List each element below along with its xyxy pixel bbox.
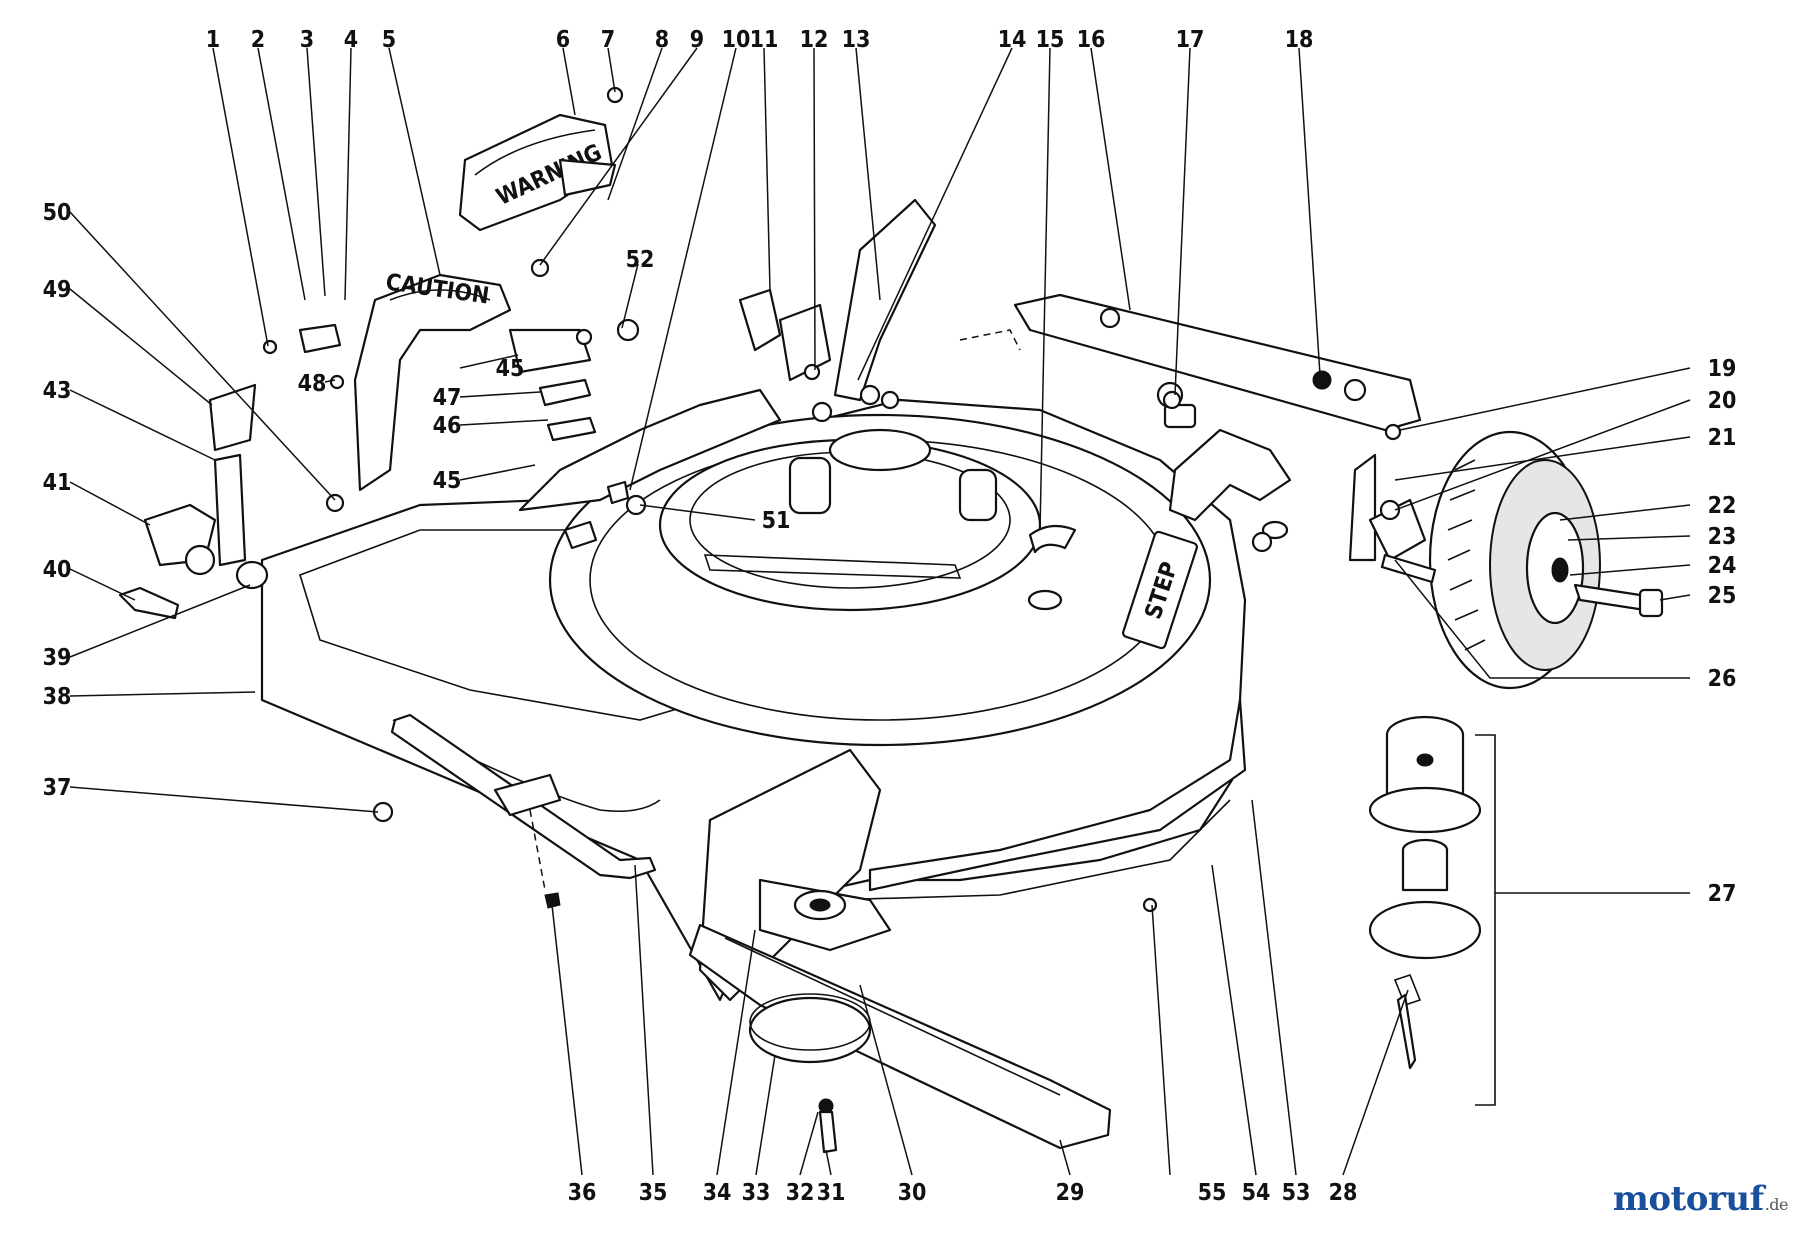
part-label-41: 41	[43, 470, 72, 496]
part-label-46: 46	[433, 413, 462, 439]
part-label-31: 31	[817, 1180, 846, 1206]
left-wheel-bracket	[118, 383, 269, 620]
part-label-45-upper: 45	[496, 356, 525, 382]
part-label-16: 16	[1077, 27, 1106, 53]
part-number-labels: 1 2 3 4 5 6 7 8 9 10 11 12 13 14 15 16 1…	[43, 27, 1737, 1206]
part-label-12: 12	[800, 27, 829, 53]
part-label-45-lower: 45	[433, 468, 462, 494]
part-label-49: 49	[43, 277, 72, 303]
part-label-43: 43	[43, 378, 72, 404]
part-label-17: 17	[1176, 27, 1205, 53]
part-label-20: 20	[1708, 388, 1737, 414]
part-label-35: 35	[639, 1180, 668, 1206]
part-label-14: 14	[998, 27, 1027, 53]
cutting-blade	[688, 923, 1112, 1150]
part-label-38: 38	[43, 684, 72, 710]
height-adjust-bracket	[1163, 403, 1427, 562]
watermark-brand: motoruf	[1612, 1179, 1764, 1219]
part-label-8: 8	[655, 27, 669, 53]
part-label-22: 22	[1708, 493, 1737, 519]
part-label-21: 21	[1708, 425, 1737, 451]
part-label-23: 23	[1708, 524, 1737, 550]
grass-deflector-rod	[390, 713, 657, 909]
part-label-5: 5	[382, 27, 396, 53]
part-label-24: 24	[1708, 553, 1737, 579]
part-label-3: 3	[300, 27, 314, 53]
part-label-9: 9	[690, 27, 704, 53]
part-label-11: 11	[750, 27, 779, 53]
part-label-55: 55	[1198, 1180, 1227, 1206]
part-label-39: 39	[43, 645, 72, 671]
part-label-18: 18	[1285, 27, 1314, 53]
blade-adaptor	[758, 878, 892, 952]
motor-adaptor-stack	[1368, 715, 1496, 1106]
part-label-25: 25	[1708, 583, 1737, 609]
part-label-53: 53	[1282, 1180, 1311, 1206]
part-label-37: 37	[43, 775, 72, 801]
part-label-10: 10	[722, 27, 751, 53]
mower-deck: STEP	[260, 388, 1247, 1002]
part-label-19: 19	[1708, 356, 1737, 382]
leader-lines	[69, 47, 1691, 1176]
part-label-36: 36	[568, 1180, 597, 1206]
part-label-29: 29	[1056, 1180, 1085, 1206]
part-label-27: 27	[1708, 881, 1737, 907]
part-label-2: 2	[251, 27, 265, 53]
rear-axle-plate	[959, 293, 1422, 432]
part-label-30: 30	[898, 1180, 927, 1206]
part-label-47: 47	[433, 385, 462, 411]
blade-washer	[748, 993, 872, 1154]
part-label-28: 28	[1329, 1180, 1358, 1206]
left-height-bracket	[738, 288, 832, 382]
part-label-1: 1	[206, 27, 220, 53]
part-label-26: 26	[1708, 666, 1737, 692]
part-label-33: 33	[742, 1180, 771, 1206]
hardware-items	[262, 86, 1402, 913]
rear-flap-assembly: CAUTION	[298, 269, 592, 492]
part-label-13: 13	[842, 27, 871, 53]
handle-arm	[833, 198, 937, 410]
part-label-34: 34	[703, 1180, 732, 1206]
part-label-51: 51	[762, 508, 791, 534]
watermark-logo: motoruf.de	[1612, 1179, 1789, 1219]
warning-plate: WARNING	[458, 113, 617, 232]
part-label-40: 40	[43, 557, 72, 583]
part-label-52: 52	[626, 247, 655, 273]
part-label-7: 7	[601, 27, 615, 53]
part-label-50: 50	[43, 200, 72, 226]
part-label-15: 15	[1036, 27, 1065, 53]
part-label-54: 54	[1242, 1180, 1271, 1206]
part-label-6: 6	[556, 27, 570, 53]
part-label-48: 48	[298, 371, 327, 397]
part-label-4: 4	[344, 27, 358, 53]
rear-wheel	[1380, 430, 1664, 690]
part-label-32: 32	[786, 1180, 815, 1206]
watermark-tld: .de	[1764, 1195, 1789, 1214]
